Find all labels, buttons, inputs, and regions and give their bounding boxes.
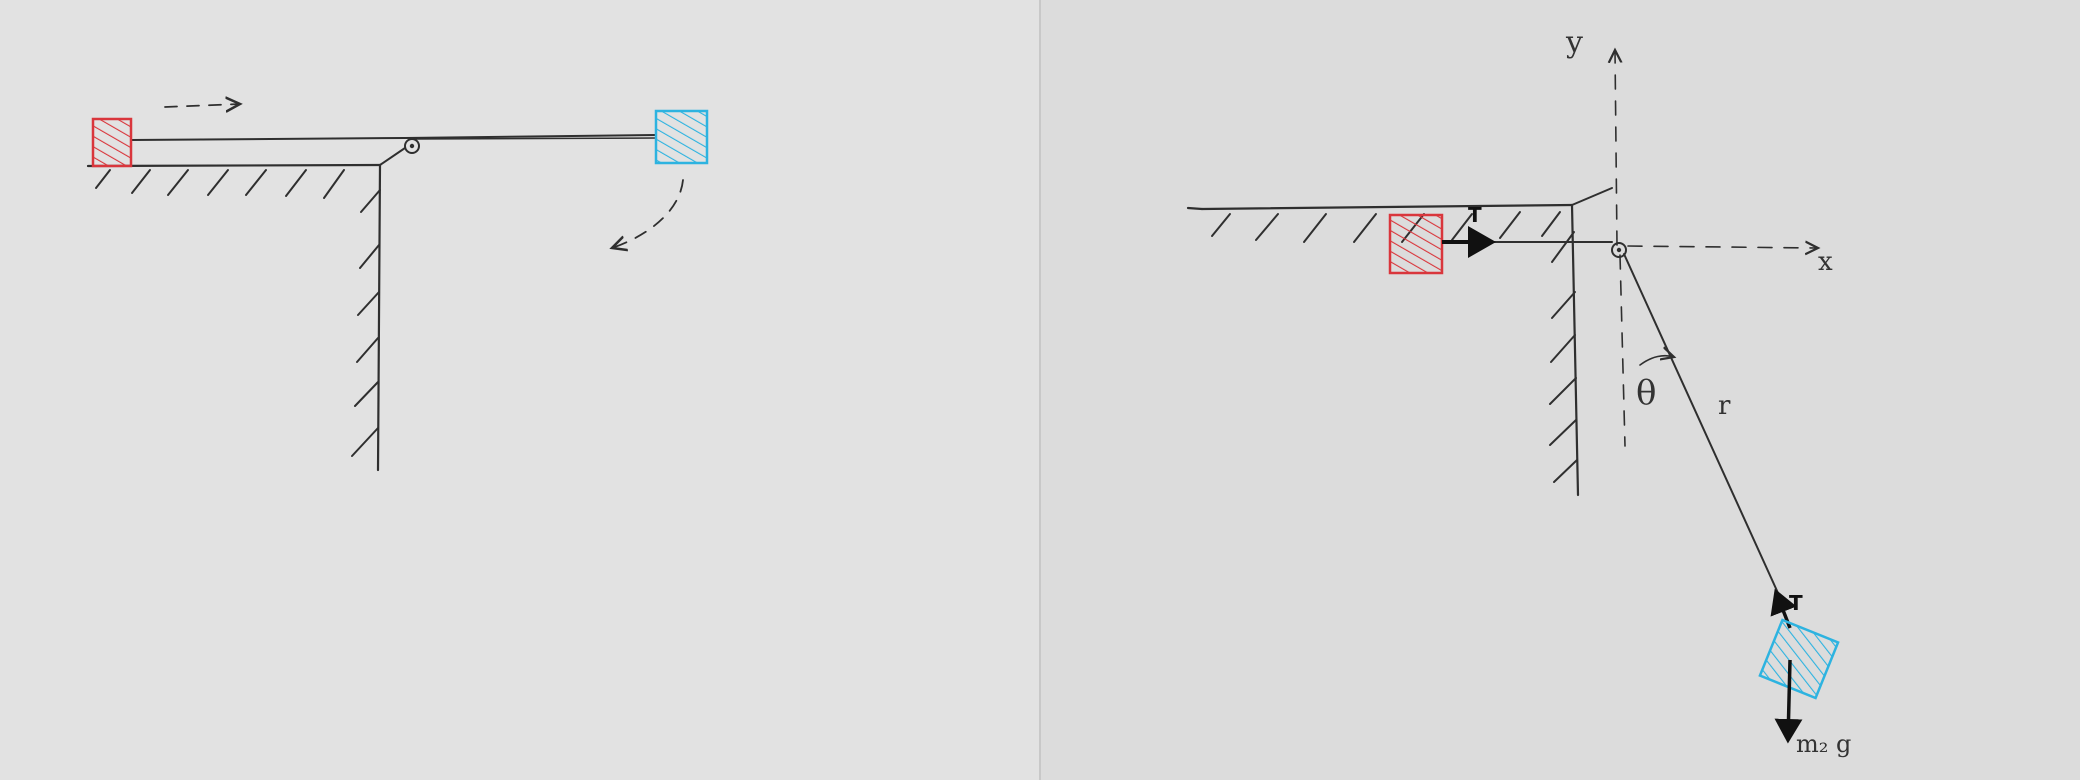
rope-right <box>404 134 657 139</box>
tension-label-block1: T <box>1468 203 1482 227</box>
table-corner-edge <box>1571 187 1613 206</box>
panel-free-body: T θ r T m₂ g y x <box>1039 0 2080 780</box>
wall-hatching <box>351 189 381 457</box>
pulley-axle <box>1616 247 1622 253</box>
x-axis <box>1627 246 1818 248</box>
paper-left <box>0 0 1040 780</box>
swing-arrow-icon <box>612 179 684 248</box>
block-red <box>91 117 133 168</box>
rope-length-label: r <box>1718 391 1731 421</box>
wall-line <box>1570 203 1580 497</box>
rope-left <box>130 137 406 141</box>
angle-arc-icon <box>1639 356 1674 366</box>
weight-arrow <box>1774 659 1803 744</box>
pulley-axle <box>409 143 415 149</box>
block-red <box>1388 213 1444 275</box>
block-blue <box>654 109 709 165</box>
table-corner-edge <box>379 147 406 166</box>
rope-slanted <box>1623 253 1779 594</box>
x-axis-label: x <box>1818 247 1833 277</box>
table-surface <box>1186 206 1204 211</box>
motion-arrow-icon <box>164 104 240 107</box>
vertical-reference <box>1619 254 1626 447</box>
table-surface-main <box>1200 203 1574 211</box>
y-axis <box>1615 50 1617 246</box>
table-hatching <box>95 169 345 199</box>
y-axis-label: y <box>1565 25 1583 60</box>
pulley-icon <box>1611 242 1627 258</box>
angle-label: θ <box>1636 373 1656 413</box>
wall-line <box>376 163 382 472</box>
tension-label-block2: T <box>1789 591 1803 615</box>
paper-right <box>1040 0 2080 780</box>
weight-label: m₂ g <box>1796 730 1851 758</box>
rope-right-2 <box>411 137 657 140</box>
table-surface <box>86 163 382 168</box>
wall-hatching <box>1549 231 1578 483</box>
panel-setup <box>0 0 1040 780</box>
